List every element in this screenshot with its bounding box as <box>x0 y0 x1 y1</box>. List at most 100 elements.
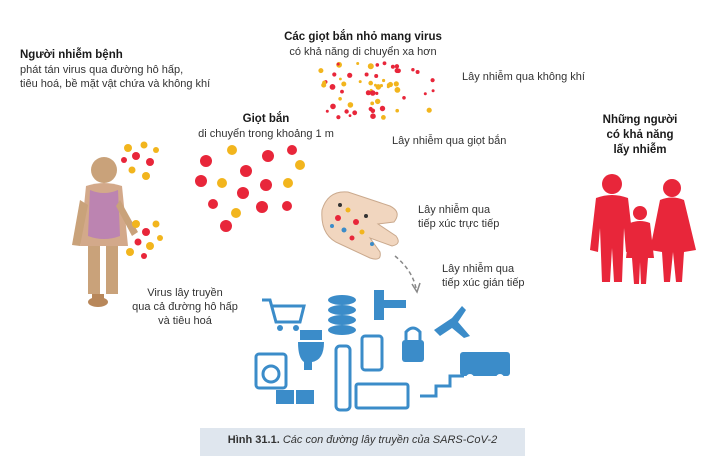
infected-line-1: phát tán virus qua đường hô hấp, <box>20 64 184 76</box>
small-droplet <box>358 80 362 84</box>
direct-contact-label-block: Lây nhiễm qua tiếp xúc trực tiếp <box>418 203 499 231</box>
small-droplet <box>347 72 353 78</box>
small-droplet <box>336 115 341 120</box>
small-droplet <box>382 78 386 83</box>
susceptible-line-1: Những người <box>602 114 678 126</box>
digestive-line-2: qua cả đường hô hấp <box>132 301 238 313</box>
small-droplet <box>336 62 340 66</box>
contaminated-hand <box>321 191 399 260</box>
infected-person-droplets <box>121 141 163 259</box>
small-droplet <box>394 87 401 93</box>
small-droplet <box>369 90 376 96</box>
small-droplet <box>415 70 420 74</box>
small-droplet <box>426 107 432 113</box>
small-droplet <box>390 64 395 69</box>
indirect-contact-line-2: tiếp xúc gián tiếp <box>442 277 525 289</box>
indirect-contact-line-1: Lây nhiễm qua <box>442 263 515 275</box>
small-droplet <box>374 74 379 78</box>
small-droplet <box>394 68 400 74</box>
small-droplet <box>318 68 324 74</box>
small-droplet <box>322 80 327 85</box>
small-droplet <box>330 103 336 110</box>
washing-machine-icon <box>254 352 288 390</box>
contaminated-objects-cluster <box>254 290 510 412</box>
small-droplet <box>423 92 427 96</box>
small-droplet <box>348 114 352 117</box>
small-droplet <box>402 96 406 100</box>
small-droplet <box>367 63 374 70</box>
direct-contact-line-1: Lây nhiễm qua <box>418 204 491 216</box>
digestive-line-1: Virus lây truyền <box>147 287 223 299</box>
small-droplet <box>356 62 360 65</box>
droplet-transmission-label: Lây nhiễm qua giọt bắn <box>392 135 507 147</box>
bus-icon <box>460 352 510 382</box>
small-droplet <box>370 108 376 114</box>
small-droplet <box>393 81 399 87</box>
small-droplet <box>370 113 376 119</box>
small-droplet <box>332 72 337 77</box>
small-droplet <box>325 109 329 113</box>
small-droplet <box>375 98 381 105</box>
droplets-subtitle: di chuyển trong khoảng 1 m <box>198 128 334 140</box>
small-droplets-subtitle: có khả năng di chuyển xa hơn <box>289 46 437 58</box>
caption-text: Các con đường lây truyền của SARS-CoV-2 <box>282 434 498 446</box>
indirect-contact-arrow <box>394 255 417 289</box>
small-droplet <box>329 84 336 90</box>
susceptible-people-figure <box>590 174 696 284</box>
small-droplet <box>381 115 386 120</box>
large-droplet-cluster <box>195 145 305 232</box>
small-droplet <box>411 68 415 72</box>
infected-title: Người nhiễm bệnh <box>20 49 123 61</box>
indirect-contact-label-block: Lây nhiễm qua tiếp xúc gián tiếp <box>442 262 525 290</box>
small-droplet <box>431 89 435 93</box>
small-droplet <box>370 101 375 106</box>
coins-icon <box>328 295 356 335</box>
infected-person-figure <box>72 157 138 307</box>
susceptible-label-block: Những người có khả năng lấy nhiễm <box>590 113 690 158</box>
small-droplet <box>375 84 382 90</box>
toilet-icon <box>298 330 324 370</box>
small-droplet <box>340 89 344 94</box>
escalator-icon <box>420 374 464 398</box>
digestive-line-3: và tiêu hoá <box>158 315 212 327</box>
small-droplets-title: Các giọt bắn nhỏ mang virus <box>284 31 442 43</box>
infected-label-block: Người nhiễm bệnh phát tán virus qua đườn… <box>20 48 240 91</box>
small-droplet <box>341 81 347 87</box>
door-handle-icon <box>374 290 406 320</box>
phone-icon <box>360 334 384 372</box>
caption-band <box>200 428 525 456</box>
small-droplet-cloud <box>318 61 435 120</box>
shopping-cart-icon <box>262 298 306 331</box>
remote-control-icon <box>334 344 352 412</box>
figure-caption: Hình 31.1. Các con đường lây truyền của … <box>200 434 525 446</box>
small-droplet <box>344 109 349 114</box>
digestive-label-block: Virus lây truyền qua cả đường hô hấp và … <box>120 286 250 328</box>
small-droplet <box>375 91 379 95</box>
small-droplet <box>347 102 354 108</box>
caption-number: Hình 31.1. <box>227 434 280 446</box>
susceptible-line-3: lấy nhiễm <box>613 144 667 156</box>
boxes-icon <box>276 390 314 404</box>
susceptible-line-2: có khả năng <box>606 129 674 141</box>
small-droplet <box>379 105 386 112</box>
small-droplet <box>382 61 387 66</box>
small-droplet <box>364 72 369 77</box>
airborne-label: Lây nhiễm qua không khí <box>462 71 585 83</box>
small-droplet <box>352 110 358 116</box>
lock-icon <box>402 326 424 362</box>
small-droplet <box>386 85 390 89</box>
small-droplet <box>375 63 380 67</box>
droplets-title: Giọt bắn <box>242 113 290 125</box>
small-droplets-label-block: Các giọt bắn nhỏ mang virus có khả năng … <box>268 30 458 59</box>
infected-line-2: tiêu hoá, bề mặt vật chứa và không khí <box>20 78 211 90</box>
keyboard-icon <box>354 382 410 410</box>
small-droplet <box>365 90 371 96</box>
small-droplet <box>368 80 374 86</box>
small-droplet <box>430 78 435 83</box>
small-droplet <box>395 108 400 113</box>
droplets-label-block: Giọt bắn di chuyển trong khoảng 1 m <box>178 112 354 141</box>
airplane-icon <box>434 306 470 338</box>
direct-contact-line-2: tiếp xúc trực tiếp <box>418 218 500 230</box>
small-droplet <box>339 77 342 81</box>
